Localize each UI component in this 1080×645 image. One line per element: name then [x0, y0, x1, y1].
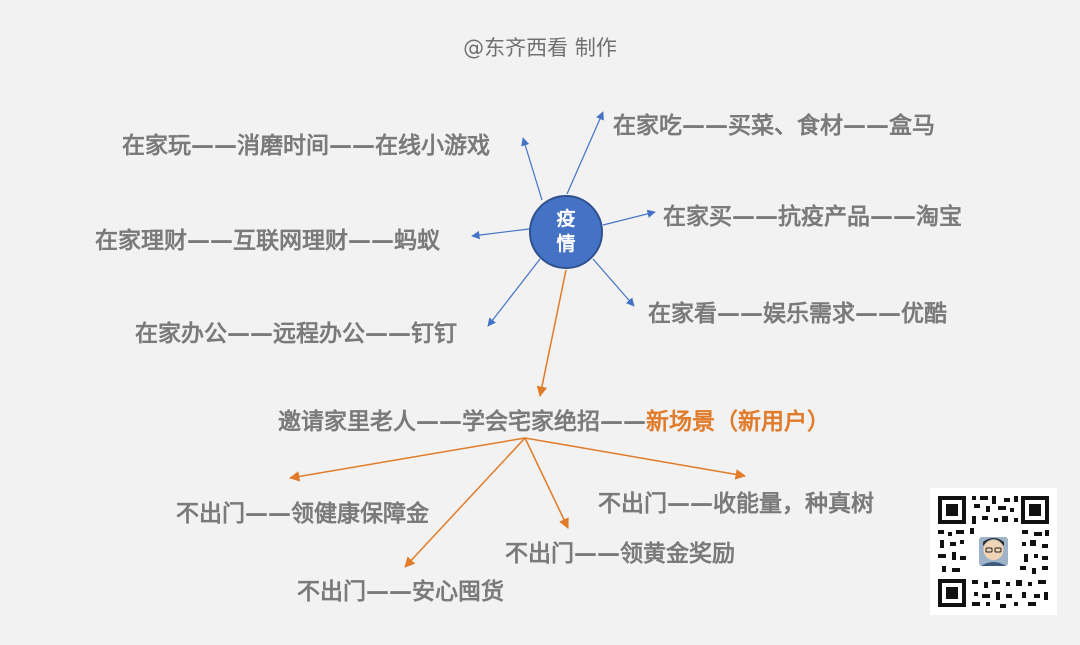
arrow-to-buy [602, 209, 656, 226]
qr-code [930, 488, 1057, 615]
node-buy: 在家买——抗疫产品——淘宝 [663, 204, 962, 230]
arrow-to-work [487, 258, 541, 327]
center-char-1: 疫 [556, 208, 576, 230]
arrow-to-stock [404, 437, 526, 568]
node-health-fund: 不出门——领健康保障金 [176, 501, 429, 527]
node-watch: 在家看——娱乐需求——优酷 [648, 301, 947, 327]
node-gold-reward: 不出门——领黄金奖励 [505, 541, 735, 567]
arrow-to-energy [524, 437, 747, 480]
invite-text: 邀请家里老人——学会宅家绝招—— [278, 409, 646, 435]
arrow-to-watch [592, 258, 635, 307]
node-finance: 在家理财——互联网理财——蚂蚁 [95, 228, 440, 254]
node-stock-up: 不出门——安心囤货 [297, 579, 504, 605]
center-char-2: 情 [556, 233, 576, 255]
arrow-to-invite [536, 269, 567, 398]
center-node-epidemic: 疫 情 [529, 195, 603, 269]
arrow-to-gold [524, 437, 569, 529]
node-energy-tree: 不出门——收能量，种真树 [598, 491, 874, 517]
arrow-to-health [288, 437, 526, 482]
node-invite: 邀请家里老人——学会宅家绝招——新场景（新用户） [278, 402, 830, 436]
arrow-to-finance [471, 228, 530, 240]
node-work: 在家办公——远程办公——钉钉 [135, 321, 457, 347]
node-play: 在家玩——消磨时间——在线小游戏 [122, 133, 490, 159]
arrow-to-eat [566, 111, 604, 195]
invite-highlight: 新场景（新用户） [646, 409, 830, 435]
node-eat: 在家吃——买菜、食材——盒马 [613, 113, 935, 139]
qr-code-icon [930, 488, 1057, 615]
arrow-to-play [521, 137, 543, 201]
author-credit: @东齐西看 制作 [463, 36, 617, 60]
